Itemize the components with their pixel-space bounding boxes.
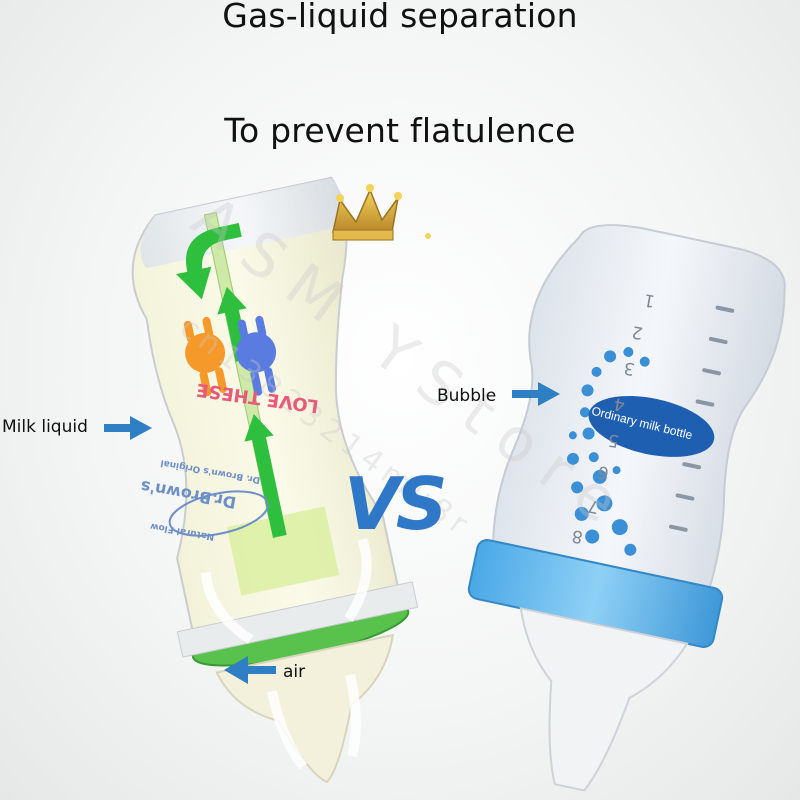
- crown-icon: [332, 184, 431, 241]
- ordinary-bottle-nipple: [519, 606, 689, 792]
- vent-reservoir: [226, 506, 340, 596]
- headline-subtitle: To prevent flatulence: [224, 111, 576, 150]
- headline-title: Gas-liquid separation: [222, 0, 578, 35]
- arrow-right-icon: [104, 416, 152, 440]
- milk-liquid-label: Milk liquid: [2, 417, 88, 437]
- ordinary-bottle-oval: [588, 396, 715, 457]
- ordinary-bottle: [467, 224, 786, 792]
- air-bubbles: [566, 347, 650, 556]
- air-label: air: [283, 662, 306, 682]
- bubble-label: Bubble: [437, 386, 497, 406]
- arrow-right-icon: [512, 382, 560, 406]
- bunny-sticker: [183, 315, 277, 397]
- milk-flow-arrows: [200, 537, 372, 770]
- brand-logo-oval: [168, 490, 269, 537]
- arrow-left-icon: [224, 656, 276, 684]
- vs-badge: VS: [344, 462, 448, 546]
